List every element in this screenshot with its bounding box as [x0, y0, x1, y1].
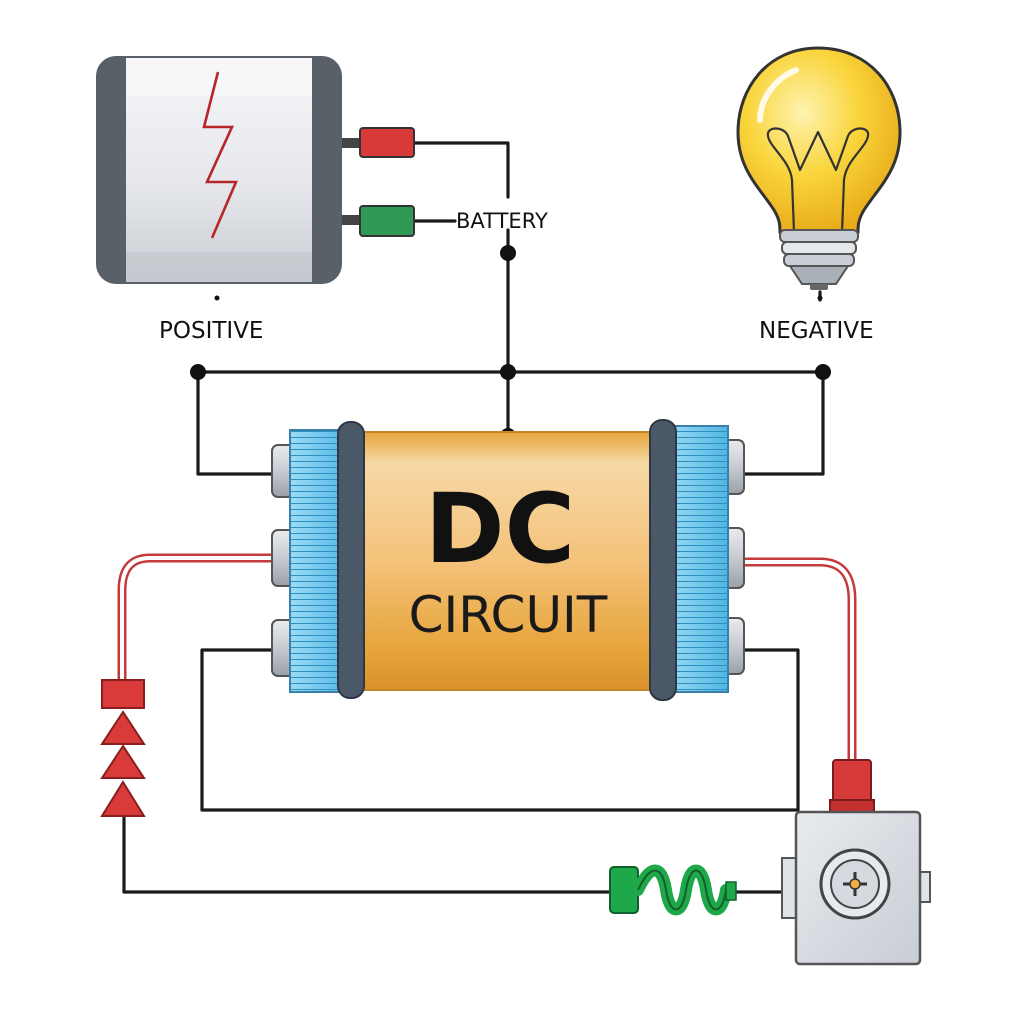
junction-dot [815, 364, 831, 380]
diode-return-wire [122, 816, 612, 894]
light-bulb [736, 46, 902, 290]
junction-dot [500, 364, 516, 380]
right-bus-wire [740, 370, 825, 476]
lightning-bolt-icon [202, 71, 238, 239]
positive-terminal [359, 127, 415, 158]
spring-inductor [609, 864, 737, 916]
small-dot [817, 295, 823, 301]
diode-stack [100, 679, 146, 817]
negative-label: NEGATIVE [759, 318, 874, 344]
switch-box [781, 759, 931, 966]
battery-positive-wire [412, 141, 510, 199]
battery-label: BATTERY [456, 209, 548, 233]
dc-circuit-component: DC CIRCUIT [271, 419, 745, 701]
negative-terminal [359, 205, 415, 237]
positive-label: POSITIVE [159, 318, 263, 344]
component-title: DC [425, 473, 575, 585]
filament [766, 127, 870, 233]
small-dot [214, 295, 220, 301]
red-wires [117, 553, 857, 765]
component-subtitle: CIRCUIT [409, 586, 608, 644]
junction-dot [500, 245, 516, 261]
left-bus-wire [196, 370, 278, 476]
junction-dot [190, 364, 206, 380]
bottom-loop-wire [200, 648, 800, 812]
battery [96, 56, 415, 284]
wires [122, 141, 825, 894]
